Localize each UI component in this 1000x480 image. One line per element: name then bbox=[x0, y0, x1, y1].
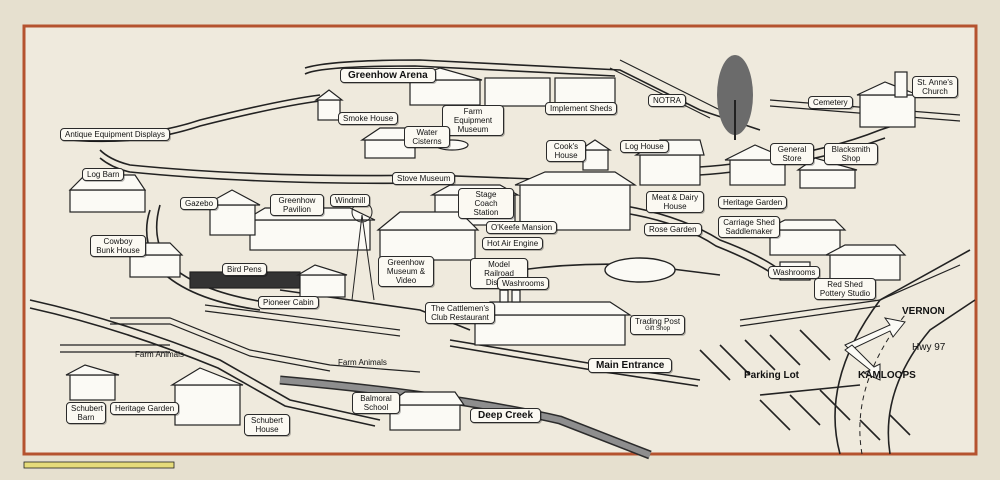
label-implement-sheds[interactable]: Implement Sheds bbox=[545, 102, 618, 115]
label-washrooms-center[interactable]: Washrooms bbox=[497, 277, 550, 290]
label-cowboy-bunk-house[interactable]: Cowboy Bunk House bbox=[90, 235, 146, 257]
label-windmill[interactable]: Windmill bbox=[330, 194, 371, 207]
label-greenhow-pavilion[interactable]: Greenhow Pavilion bbox=[270, 194, 324, 216]
label-okeefe-mansion[interactable]: O'Keefe Mansion bbox=[486, 221, 558, 234]
label-gazebo[interactable]: Gazebo bbox=[180, 197, 219, 210]
label-schubert-house[interactable]: Schubert House bbox=[244, 414, 290, 436]
label-parking-lot: Parking Lot bbox=[744, 370, 800, 381]
label-farm-animals-left: Farm Animals bbox=[135, 350, 184, 359]
trading-post-name: Trading Post bbox=[635, 317, 681, 326]
label-kamloops: KAMLOOPS bbox=[858, 370, 916, 381]
gift-shop-name: Gift Shop bbox=[645, 326, 671, 332]
label-deep-creek[interactable]: Deep Creek bbox=[470, 408, 542, 423]
label-general-store[interactable]: General Store bbox=[770, 143, 814, 165]
label-hwy-97: Hwy 97 bbox=[912, 342, 946, 353]
label-blacksmith-shop[interactable]: Blacksmith Shop bbox=[824, 143, 878, 165]
label-pioneer-cabin[interactable]: Pioneer Cabin bbox=[258, 296, 319, 309]
label-rose-garden[interactable]: Rose Garden bbox=[644, 223, 702, 236]
label-cooks-house[interactable]: Cook's House bbox=[546, 140, 586, 162]
label-farm-animals-center: Farm Animals bbox=[338, 358, 387, 367]
label-vernon: VERNON bbox=[902, 306, 945, 317]
label-cattlemens-club[interactable]: The Cattlemen's Club Restaurant bbox=[425, 302, 495, 324]
label-main-entrance[interactable]: Main Entrance bbox=[588, 358, 673, 373]
label-schubert-barn[interactable]: Schubert Barn bbox=[66, 402, 106, 424]
label-meat-dairy-house[interactable]: Meat & Dairy House bbox=[646, 191, 704, 213]
label-balmoral-school[interactable]: Balmoral School bbox=[352, 392, 400, 414]
label-stove-museum[interactable]: Stove Museum bbox=[392, 172, 456, 185]
label-hot-air-engine[interactable]: Hot Air Engine bbox=[482, 237, 544, 250]
tree-drawing bbox=[717, 55, 753, 140]
label-heritage-garden-bottom[interactable]: Heritage Garden bbox=[110, 402, 180, 415]
fences bbox=[60, 59, 961, 373]
label-log-house[interactable]: Log House bbox=[620, 140, 669, 153]
label-farm-equipment-museum[interactable]: Farm Equipment Museum bbox=[442, 105, 504, 136]
label-greenhow-museum[interactable]: Greenhow Museum & Video bbox=[378, 256, 434, 287]
label-log-barn[interactable]: Log Barn bbox=[82, 168, 125, 181]
label-st-annes-church[interactable]: St. Anne's Church bbox=[912, 76, 958, 98]
parking-lines bbox=[699, 329, 911, 441]
fountain bbox=[604, 257, 676, 283]
label-cemetery[interactable]: Cemetery bbox=[808, 96, 853, 109]
label-water-cisterns[interactable]: Water Cisterns bbox=[404, 126, 450, 148]
label-heritage-garden-top[interactable]: Heritage Garden bbox=[718, 196, 788, 209]
label-carriage-shed[interactable]: Carriage Shed Saddlemaker bbox=[718, 216, 780, 238]
label-antique-equipment-displays[interactable]: Antique Equipment Displays bbox=[60, 128, 171, 141]
label-red-shed[interactable]: Red Shed Pottery Studio bbox=[814, 278, 876, 300]
label-greenhow-arena[interactable]: Greenhow Arena bbox=[340, 68, 436, 83]
highway bbox=[834, 249, 971, 455]
label-stage-coach-station[interactable]: Stage Coach Station bbox=[458, 188, 514, 219]
label-washrooms-right[interactable]: Washrooms bbox=[768, 266, 821, 279]
scale-bar bbox=[23, 461, 175, 469]
direction-arrows bbox=[844, 317, 906, 381]
label-notra[interactable]: NOTRA bbox=[648, 94, 686, 107]
label-smoke-house[interactable]: Smoke House bbox=[338, 112, 399, 125]
label-bird-pens[interactable]: Bird Pens bbox=[222, 263, 267, 276]
buildings bbox=[65, 67, 919, 431]
